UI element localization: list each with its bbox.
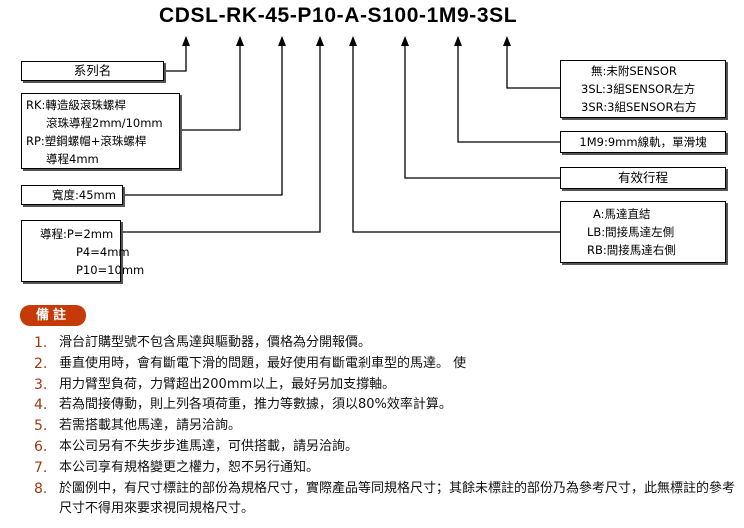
rail-box: 1M9:9mm線軌，單滑塊	[560, 131, 726, 153]
motor-line: LB:間接馬達左側	[587, 225, 675, 239]
screw-type-line: 滾珠導程2mm/10mm	[46, 116, 163, 130]
lead-line: P10=10mm	[76, 263, 145, 277]
screw-type-line: RP:塑鋼螺帽+滾珠螺桿	[26, 134, 147, 148]
screw-type-box: RK:轉造級滾珠螺桿 滾珠導程2mm/10mm RP:塑鋼螺帽+滾珠螺桿 導程4…	[21, 93, 180, 169]
note-text: 若為間接傳動，則上列各項荷重，推力等數據，須以80%效率計算。	[59, 397, 452, 413]
lead-line: P4=4mm	[76, 245, 130, 259]
note-text: 若需搭載其他馬達，請另洽詢。	[59, 418, 242, 434]
notes-list: 1. 滑台訂購型號不包含馬達與驅動器，價格為分開報價。 2. 垂直使用時，會有斷電下…	[34, 333, 738, 520]
sensor-box: 無:未附SENSOR 3SL:3組SENSOR左方 3SR:3組SENSOR右方	[560, 60, 726, 118]
note-number: 4.	[34, 397, 48, 414]
note-text: 於圖例中，有尺寸標註的部份為規格尺寸，實際產品等同規格尺寸；其餘未標註的部份乃為…	[59, 480, 736, 517]
note-item: 6. 本公司另有不失步步進馬達，可供搭載，請另洽詢。	[34, 437, 738, 458]
note-number: 2.	[34, 355, 48, 372]
screw-type-line: RK:轉造級滾珠螺桿	[26, 98, 126, 112]
model-code-title: CDSL-RK-45-P10-A-S100-1M9-3SL	[159, 4, 518, 27]
sensor-line: 3SL:3組SENSOR左方	[581, 82, 696, 96]
note-number: 3.	[34, 376, 48, 393]
screw-type-line: 導程4mm	[46, 152, 99, 166]
note-item: 3. 用力臂型負荷，力臂超出200mm以上，最好另加支撐軸。	[34, 375, 738, 396]
note-number: 8.	[34, 480, 48, 497]
note-text: 用力臂型負荷，力臂超出200mm以上，最好另加支撐軸。	[59, 376, 396, 392]
lead-box: 導程:P=2mm P4=4mm P10=10mm	[21, 220, 145, 282]
motor-box: A:馬達直結 LB:間接馬達左側 RB:間接馬達右側	[560, 201, 726, 263]
sensor-line: 無:未附SENSOR	[591, 64, 677, 78]
motor-line: A:馬達直結	[593, 207, 651, 221]
note-number: 5.	[34, 418, 48, 435]
note-item: 8. 於圖例中，有尺寸標註的部份為規格尺寸，實際產品等同規格尺寸；其餘未標註的部份…	[34, 479, 738, 521]
note-number: 6.	[34, 438, 48, 455]
note-item: 7. 本公司享有規格變更之權力，恕不另行通知。	[34, 458, 738, 479]
connector-lines	[121, 36, 560, 233]
rail-label: 1M9:9mm線軌，單滑塊	[579, 135, 707, 149]
series-name-label: 系列名	[73, 63, 112, 78]
note-text: 本公司另有不失步步進馬達，可供搭載，請另洽詢。	[59, 438, 359, 454]
width-box: 寬度:45mm	[21, 185, 123, 205]
note-item: 2. 垂直使用時，會有斷電下滑的問題，最好使用有斷電剎車型的馬達。 使	[34, 354, 738, 375]
note-text: 垂直使用時，會有斷電下滑的問題，最好使用有斷電剎車型的馬達。 使	[59, 355, 467, 371]
notes-badge: 備註	[20, 305, 86, 326]
sensor-line: 3SR:3組SENSOR右方	[581, 100, 697, 114]
note-text: 本公司享有規格變更之權力，恕不另行通知。	[59, 459, 320, 475]
lead-line: 導程:P=2mm	[40, 227, 114, 241]
note-number: 7.	[34, 459, 48, 476]
stroke-box: 有效行程	[560, 167, 726, 189]
note-item: 4. 若為間接傳動，則上列各項荷重，推力等數據，須以80%效率計算。	[34, 395, 738, 416]
note-item: 1. 滑台訂購型號不包含馬達與驅動器，價格為分開報價。	[34, 333, 738, 354]
motor-line: RB:間接馬達右側	[587, 243, 676, 257]
note-text: 滑台訂購型號不包含馬達與驅動器，價格為分開報價。	[59, 335, 372, 350]
series-name-box: 系列名	[21, 61, 164, 81]
note-number: 1.	[34, 335, 48, 351]
note-item: 5. 若需搭載其他馬達，請另洽詢。	[34, 416, 738, 437]
width-label: 寬度:45mm	[52, 188, 116, 202]
stroke-label: 有效行程	[617, 170, 668, 185]
